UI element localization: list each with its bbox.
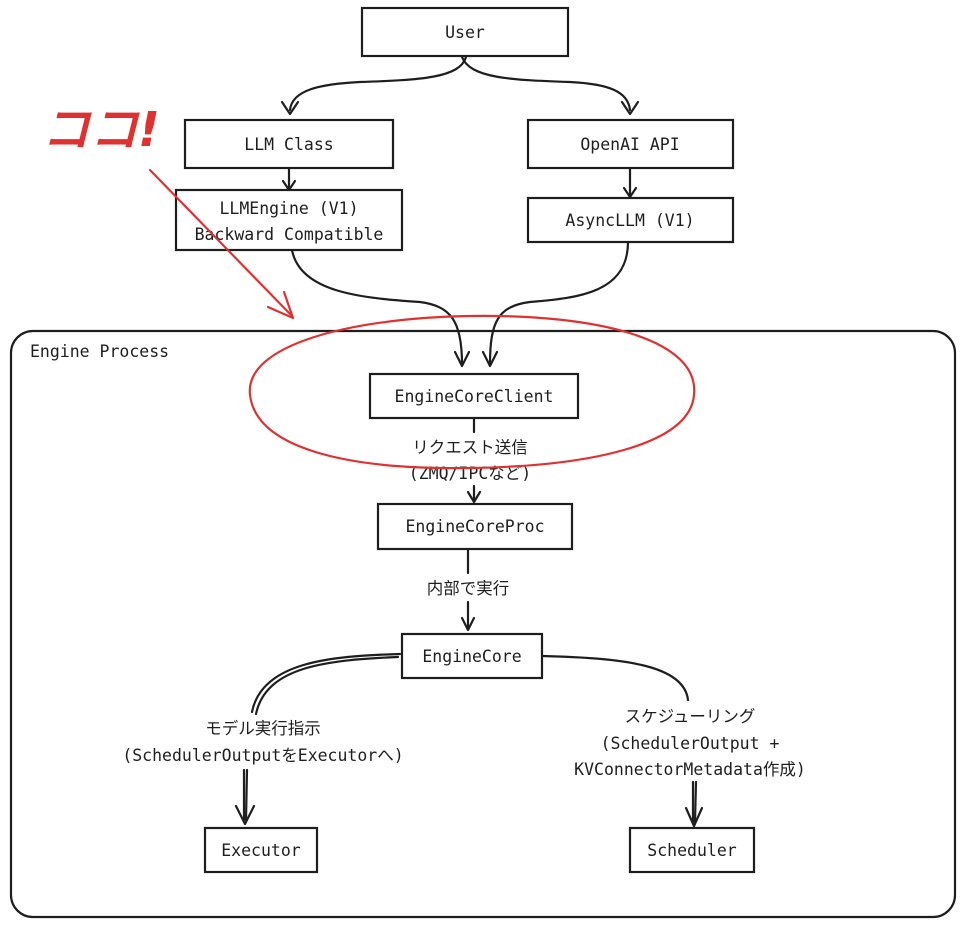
connectors xyxy=(234,55,704,828)
node-user: User xyxy=(360,6,570,58)
edge-user-to-llm-class xyxy=(288,55,468,112)
engine-process-frame xyxy=(9,329,957,919)
annotation-arrow-line xyxy=(148,168,294,318)
executor-box xyxy=(203,826,319,874)
sched-label-line1: スケジューリング xyxy=(625,707,756,726)
arrowhead xyxy=(481,350,499,368)
engine-process-label: Engine Process xyxy=(30,342,169,361)
node-openai-api: OpenAI API xyxy=(526,118,735,170)
engine-core-client-box xyxy=(368,372,580,420)
arrowhead xyxy=(280,100,300,116)
executor-label: Executor xyxy=(221,841,301,860)
scheduler-label: Scheduler xyxy=(647,841,736,860)
edge-async-llm-to-client xyxy=(488,240,630,366)
sched-label-line2: (SchedulerOutput + xyxy=(601,734,780,753)
arrowhead xyxy=(466,490,482,504)
node-engine-core: EngineCore xyxy=(400,632,544,680)
request-label-line1: リクエスト送信 xyxy=(412,438,528,457)
llm-engine-box xyxy=(174,188,404,252)
llm-class-label: LLM Class xyxy=(244,135,333,154)
node-engine-core-proc: EngineCoreProc xyxy=(376,502,574,551)
edge-core-to-executor-top-2 xyxy=(254,655,400,716)
model-label-line2: (SchedulerOutputをExecutorへ) xyxy=(122,746,403,765)
edge-user-to-openai xyxy=(460,55,632,112)
edge-core-to-scheduler-2 xyxy=(693,780,698,824)
red-annotation: ココ! xyxy=(42,102,696,470)
annotation-arrowhead xyxy=(266,290,295,320)
annotation-ellipse xyxy=(248,314,696,470)
node-engine-core-client: EngineCoreClient xyxy=(368,372,580,420)
edge-core-to-scheduler-top xyxy=(540,654,690,702)
node-llm-class: LLM Class xyxy=(183,118,395,170)
engine-core-client-label: EngineCoreClient xyxy=(395,387,554,406)
async-llm-label: AsyncLLM (V1) xyxy=(565,211,694,230)
user-box xyxy=(360,6,570,58)
llm-engine-label-line1: LLMEngine (V1) xyxy=(219,199,358,218)
node-async-llm: AsyncLLM (V1) xyxy=(526,196,735,244)
openai-api-box xyxy=(526,118,735,170)
arrowhead xyxy=(684,806,704,828)
llm-class-box xyxy=(183,118,395,170)
user-label: User xyxy=(445,23,485,42)
edge-core-to-executor-top xyxy=(250,652,402,714)
node-llm-engine: LLMEngine (V1) Backward Compatible xyxy=(174,188,404,252)
engine-core-label: EngineCore xyxy=(422,647,521,666)
annotation-text: ココ! xyxy=(42,102,160,158)
async-llm-box xyxy=(526,196,735,244)
scheduler-box xyxy=(628,826,756,874)
model-label-line1: モデル実行指示 xyxy=(205,718,321,738)
arrowhead xyxy=(234,804,256,826)
engine-core-proc-box xyxy=(376,502,574,551)
engine-process-group: Engine Process xyxy=(9,329,957,919)
arrowhead xyxy=(453,350,471,368)
internal-label: 内部で実行 xyxy=(427,579,510,598)
openai-api-label: OpenAI API xyxy=(580,135,679,154)
edge-core-to-executor-2 xyxy=(244,768,249,822)
arrowhead xyxy=(460,616,476,632)
engine-core-proc-label: EngineCoreProc xyxy=(405,517,544,536)
sched-label-line3: KVConnectorMetadata作成) xyxy=(574,760,806,779)
edge-llm-engine-to-client xyxy=(290,248,464,366)
arrowhead xyxy=(620,100,640,116)
llm-engine-label-line2: Backward Compatible xyxy=(195,225,384,244)
node-executor: Executor xyxy=(203,826,319,874)
node-scheduler: Scheduler xyxy=(628,826,756,874)
engine-core-box xyxy=(400,632,544,680)
